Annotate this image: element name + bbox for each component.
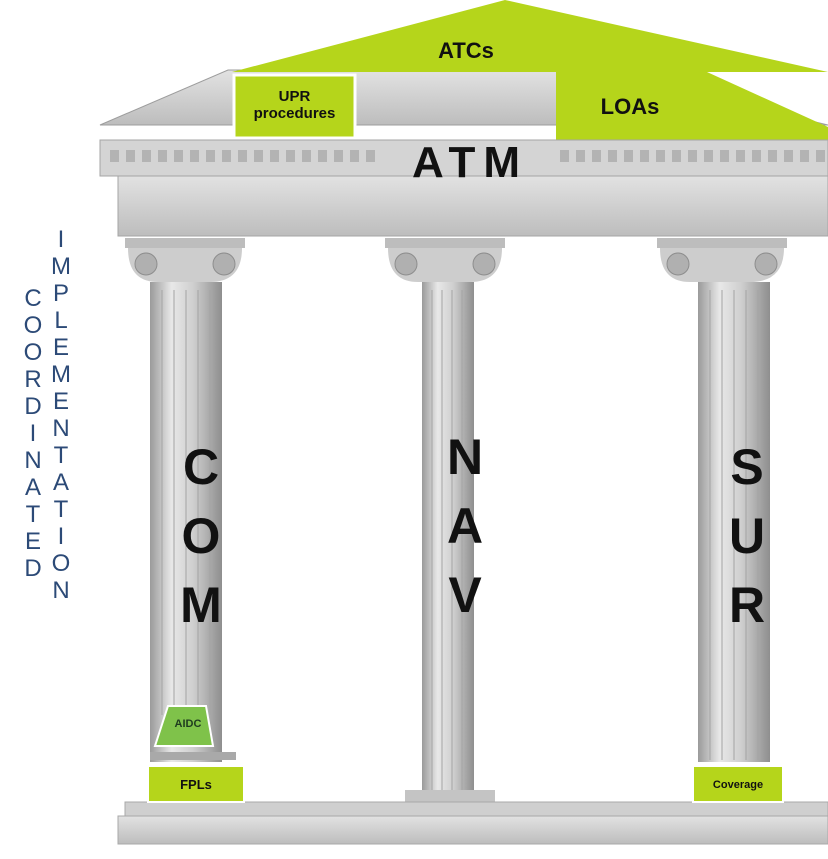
pillar-sur-letter: S [730,439,764,495]
implementation-letter: I [57,226,65,253]
pillar-sur-word: S U R [722,433,772,640]
fpls-label: FPLs [180,777,212,792]
side-text-implementation: I M P L E M E N T A T I O N [48,226,74,604]
implementation-letter: P [52,280,69,307]
aidc-shape [153,705,215,747]
coordinated-letter: I [29,420,37,447]
implementation-letter: L [54,307,68,334]
implementation-letter: E [52,334,69,361]
stylobate-bottom [117,815,828,845]
fpls-box [147,765,245,803]
implementation-letter: T [53,442,69,469]
coordinated-letter: D [24,555,42,582]
implementation-letter: E [52,388,69,415]
implementation-letter: N [52,577,70,604]
pillar-com-letter: O [181,508,221,564]
pillar-com-letter: C [182,439,220,495]
frieze-dentils [110,150,825,162]
implementation-letter: A [52,469,69,496]
coordinated-letter: N [24,447,42,474]
stylobate-top [124,801,828,817]
pillar-nav-letter: N [446,429,484,485]
implementation-letter: N [52,415,70,442]
coverage-label: Coverage [712,779,764,791]
implementation-letter: I [57,523,65,550]
coordinated-letter: E [24,528,41,555]
pillar-nav-letter: A [446,498,484,554]
capital-middle [385,238,505,282]
aidc-dentils [150,752,236,760]
pillar-sur-letter: U [728,508,766,564]
base-middle [405,790,495,804]
implementation-letter: M [51,361,71,388]
roof-right-label: LOAs [600,94,660,119]
column-shaft-middle [422,282,474,792]
pillar-sur-letter: R [728,577,766,633]
roof-left-box [232,73,357,140]
aidc-label: AIDC [174,718,202,730]
coverage-box [692,765,784,803]
implementation-letter: O [51,550,71,577]
coordinated-letter: O [23,339,43,366]
implementation-letter: M [51,253,71,280]
coordinated-letter: R [24,366,42,393]
coordinated-letter: A [24,474,41,501]
pillar-nav-letter: V [448,567,482,623]
column-flutes [161,290,759,790]
architrave [117,175,828,237]
side-text-coordinated: C O O R D I N A T E D [20,285,46,582]
capital-left [125,238,245,282]
roof-triangle [232,0,828,72]
capital-right [657,238,787,282]
coordinated-letter: O [23,312,43,339]
roof-right-box [556,72,828,142]
pillar-com-word: C O M [176,433,226,640]
pillar-nav-word: N A V [440,423,490,630]
coordinated-letter: C [24,285,42,312]
implementation-letter: T [53,496,69,523]
roof-top-label: ATCs [438,38,494,63]
pillar-com-letter: M [180,577,222,633]
coordinated-letter: T [25,501,41,528]
roof-left-label: UPR procedures [253,88,336,122]
entablature-label: ATM [411,138,529,187]
coordinated-letter: D [24,393,42,420]
